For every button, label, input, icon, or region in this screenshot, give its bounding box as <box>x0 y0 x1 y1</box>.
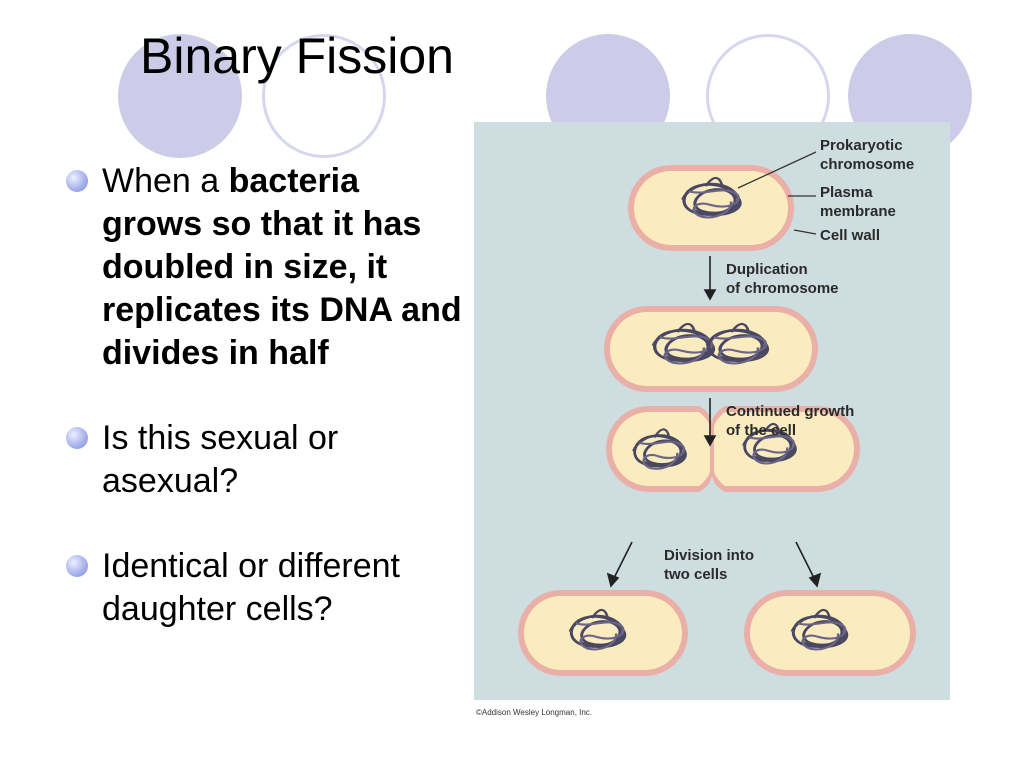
bullet-icon <box>66 427 88 449</box>
figure-credit: ©Addison Wesley Longman, Inc. <box>476 708 593 717</box>
label-step2-line2: of the cell <box>726 422 796 439</box>
label-step1-line2: of chromosome <box>726 280 839 297</box>
bullet-bold-text: bacteria grows so that it has doubled in… <box>102 162 462 372</box>
label-step3-line1: Division into <box>664 547 754 564</box>
bullet-text: Is this sexual or asexual? <box>102 419 339 500</box>
label-chromosome-2: chromosome <box>820 156 914 173</box>
bullet-text: Identical or different daughter cells? <box>102 547 400 628</box>
label-chromosome-1: Prokaryotic <box>820 137 903 154</box>
cell-dividing <box>606 406 860 492</box>
bullet-item: When a bacteria grows so that it has dou… <box>64 160 464 375</box>
cell-initial <box>628 165 794 251</box>
bullet-item: Identical or different daughter cells? <box>64 545 464 631</box>
cell-duplicated <box>604 306 818 392</box>
label-cell-wall: Cell wall <box>820 227 880 244</box>
bullet-text: When a <box>102 162 229 200</box>
daughter-cell-left <box>518 590 688 676</box>
decor-circle-1 <box>118 34 242 158</box>
binary-fission-diagram: Prokaryotic chromosome Plasma membrane C… <box>474 122 950 700</box>
arrows <box>606 256 822 588</box>
decor-ring-1 <box>262 34 386 158</box>
bullet-icon <box>66 170 88 192</box>
label-step1-line1: Duplication <box>726 261 808 278</box>
bullet-list: When a bacteria grows so that it has dou… <box>64 160 464 673</box>
label-step3-line2: two cells <box>664 566 727 583</box>
daughter-cell-right <box>744 590 916 676</box>
bullet-icon <box>66 555 88 577</box>
label-membrane-1: Plasma <box>820 184 873 201</box>
slide-title: Binary Fission <box>140 28 454 84</box>
bullet-item: Is this sexual or asexual? <box>64 417 464 503</box>
diagram-svg: Prokaryotic chromosome Plasma membrane C… <box>518 137 916 676</box>
label-membrane-2: membrane <box>820 203 896 220</box>
label-step2-line1: Continued growth <box>726 403 854 420</box>
